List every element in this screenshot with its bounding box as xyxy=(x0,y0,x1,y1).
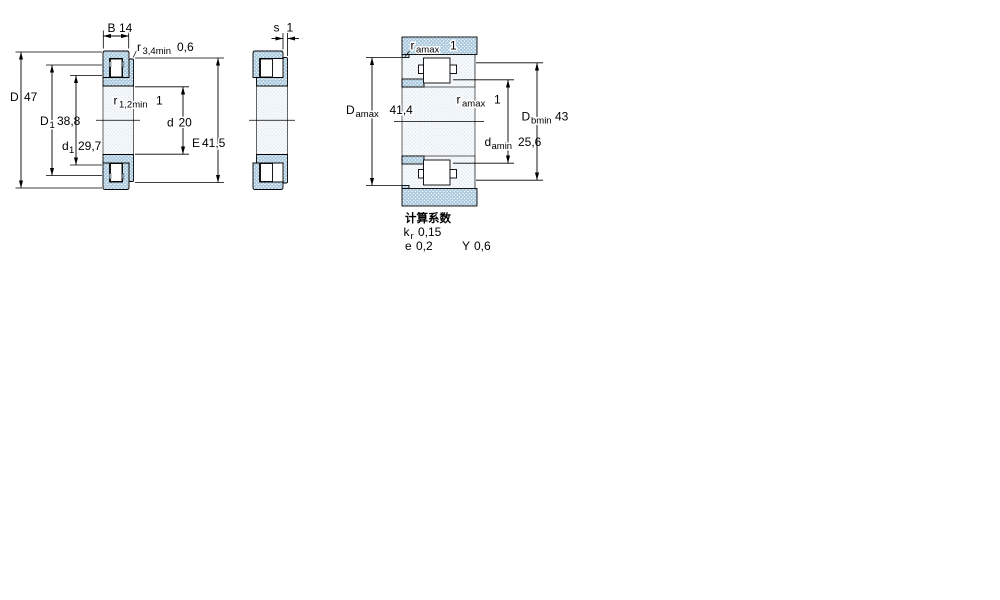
housing-bottom-section xyxy=(401,188,478,207)
axial-displacement-view: s 1 xyxy=(249,19,299,190)
cage-segment xyxy=(109,61,112,68)
dim-da-symbol: d xyxy=(485,135,492,149)
dim-r34-symbol: r xyxy=(137,40,141,54)
inner-ring-top-section xyxy=(256,57,288,87)
factor-kr-subscript: r xyxy=(411,231,414,242)
dim-Da-value: 41,4 xyxy=(390,103,414,117)
outer-ring-top-section xyxy=(252,50,284,78)
cage-segment xyxy=(121,61,125,68)
calculation-factors-title: 计算系数 xyxy=(405,211,451,225)
roller-top xyxy=(260,58,273,78)
factor-Y-symbol: Y xyxy=(462,239,470,253)
roller-top xyxy=(423,57,451,84)
dim-ra-housing-value: 1 xyxy=(450,39,457,53)
dim-B-value: 14 xyxy=(119,21,133,35)
dim-D1-subscript: 1 xyxy=(50,120,55,131)
front-section-view: B 14 D 47 D 1 38,8 d 1 29,7 d 20 E 41,5 xyxy=(9,20,227,190)
dim-s-symbol: s xyxy=(274,21,280,35)
leader-line xyxy=(404,50,410,57)
dim-B-symbol: B xyxy=(108,21,116,35)
dim-r34-value: 0,6 xyxy=(177,40,194,54)
dim-d1-value: 29,7 xyxy=(78,139,102,153)
roller-bottom xyxy=(260,163,273,182)
flange-tip xyxy=(418,169,424,179)
dim-s-value: 1 xyxy=(287,21,294,35)
shaft-shoulder-bottom xyxy=(401,155,425,165)
flange-tip xyxy=(449,64,457,74)
leader-line xyxy=(132,50,137,58)
cage-segment xyxy=(109,173,112,180)
dim-ra-housing-symbol: r xyxy=(411,39,415,53)
dim-Db-subscript: bmin xyxy=(531,116,552,127)
dim-r12-value: 1 xyxy=(156,94,163,108)
calculation-factors: 计算系数 k r 0,15 e 0,2 Y 0,6 xyxy=(404,211,492,253)
roller-bottom xyxy=(423,159,451,186)
inner-ring-bottom-section xyxy=(256,154,288,184)
cage-segment xyxy=(121,173,125,180)
inner-ring-top-section xyxy=(102,58,134,87)
factor-e-symbol: e xyxy=(405,239,412,253)
housing-top-section xyxy=(401,36,478,55)
dim-d1-symbol: d xyxy=(62,139,69,153)
dim-D1-symbol: D xyxy=(40,114,49,128)
roller-bottom xyxy=(110,163,123,182)
outer-ring-bottom-section xyxy=(252,162,284,190)
dim-da-subscript: amin xyxy=(492,141,513,152)
dim-d1-subscript: 1 xyxy=(69,145,74,156)
mounting-view: r amax 1 D amax 41,4 r amax 1 d amin 25,… xyxy=(345,36,570,207)
dim-Da-subscript: amax xyxy=(356,109,379,120)
dim-d-symbol: d xyxy=(167,116,174,130)
dim-r12-symbol: r xyxy=(114,94,118,108)
dim-E-symbol: E xyxy=(192,136,200,150)
flange-tip xyxy=(449,169,457,179)
dim-r12-subscript: 1,2min xyxy=(119,100,148,111)
shaft-shoulder-top xyxy=(401,78,425,88)
dim-D1-value: 38,8 xyxy=(57,114,81,128)
dim-ra-housing-subscript: amax xyxy=(416,45,439,56)
dim-r34-subscript: 3,4min xyxy=(143,46,172,57)
dim-E-value: 41,5 xyxy=(202,136,226,150)
inner-ring-bottom-section xyxy=(102,154,134,182)
dim-Db-symbol: D xyxy=(522,110,531,124)
factor-kr-value: 0,15 xyxy=(418,225,442,239)
dim-D-value: 47 xyxy=(24,90,38,104)
dim-ra-shaft-value: 1 xyxy=(494,93,501,107)
factor-Y-value: 0,6 xyxy=(474,239,491,253)
flange-tip xyxy=(418,64,424,74)
dim-da-value: 25,6 xyxy=(518,135,542,149)
factor-e-value: 0,2 xyxy=(416,239,433,253)
dim-ra-shaft-symbol: r xyxy=(457,93,461,107)
dim-Db-value: 43 xyxy=(555,110,569,124)
dim-d-value: 20 xyxy=(179,116,193,130)
roller-top xyxy=(110,58,123,78)
factor-kr-symbol: k xyxy=(404,225,411,239)
dim-Da-symbol: D xyxy=(346,103,355,117)
dim-D-symbol: D xyxy=(10,90,19,104)
dim-ra-shaft-subscript: amax xyxy=(462,99,485,110)
housing-shoulder-bottom xyxy=(401,185,410,189)
